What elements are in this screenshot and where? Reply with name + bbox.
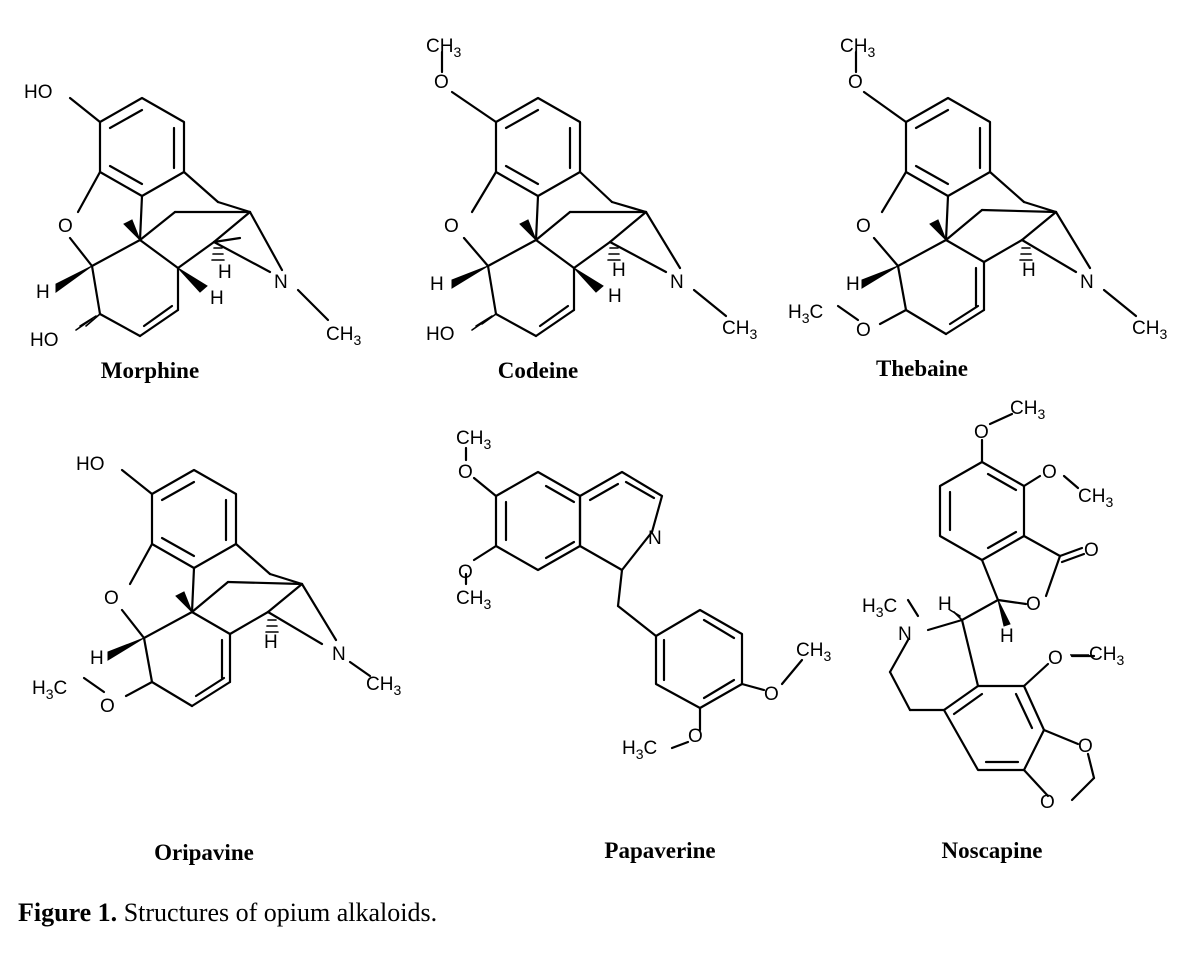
codeine-ch3: CH3 (722, 318, 757, 342)
oripavine-n: N (332, 644, 346, 665)
caption-text: Structures of opium alkaloids. (117, 898, 438, 927)
oripavine-structure: HO O H H3C O H N CH3 (32, 454, 401, 717)
caption-label: Figure 1. (18, 898, 118, 927)
noscapine-o-lactone: O (1026, 594, 1041, 615)
morphine-ho-top: HO (24, 82, 53, 103)
noscapine-h-right: H (1000, 626, 1014, 647)
figure-caption: Figure 1. Structures of opium alkaloids. (18, 898, 437, 928)
thebaine-o-ring: O (856, 216, 871, 237)
noscapine-o-dioxole-top: O (1078, 736, 1093, 757)
oripavine-ch3: CH3 (366, 674, 401, 698)
thebaine-h3c: H3C (788, 302, 823, 326)
noscapine-o-dioxole-bottom: O (1040, 792, 1055, 813)
noscapine-h3c: H3C (862, 596, 897, 620)
oripavine-h3c: H3C (32, 678, 67, 702)
morphine-h-upper: H (218, 262, 232, 283)
noscapine-h-left: H (938, 594, 952, 615)
codeine-o-ring: O (444, 216, 459, 237)
morphine-ho-bottom: HO (30, 330, 59, 351)
thebaine-structure: CH3 O O H H3C O H N CH3 (788, 36, 1167, 342)
papaverine-ch3-lower: CH3 (456, 588, 491, 612)
compound-name-codeine: Codeine (497, 358, 579, 383)
oripavine-ho: HO (76, 454, 105, 475)
morphine-n: N (274, 272, 288, 293)
noscapine-o-top: O (974, 422, 989, 443)
codeine-structure: CH3 O O H HO H H N CH3 (426, 36, 757, 345)
codeine-o-methoxy: O (434, 72, 449, 93)
noscapine-structure: CH3 O O CH3 O O H H H3C N O —CH3 O O (862, 398, 1124, 813)
oripavine-h-bridge: H (264, 632, 278, 653)
papaverine-o-top: O (458, 462, 473, 483)
noscapine-o-carbonyl: O (1084, 540, 1099, 561)
morphine-h-lower: H (210, 288, 224, 309)
thebaine-o-lower: O (856, 320, 871, 341)
oripavine-h-left: H (90, 648, 104, 669)
codeine-ho: HO (426, 324, 455, 345)
morphine-o-ring: O (58, 216, 73, 237)
papaverine-o-right: O (764, 684, 779, 705)
noscapine-o-methoxy3: O (1048, 648, 1063, 669)
compound-name-papaverine: Papaverine (604, 838, 716, 863)
thebaine-ch3: CH3 (1132, 318, 1167, 342)
papaverine-ch3-right: CH3 (796, 640, 831, 664)
codeine-h-upper: H (612, 260, 626, 281)
noscapine-ch3-methoxy2: CH3 (1078, 486, 1113, 510)
oripavine-o-lower: O (100, 696, 115, 717)
oripavine-o-ring: O (104, 588, 119, 609)
thebaine-ch3-top: CH3 (840, 36, 875, 60)
thebaine-o-methoxy: O (848, 72, 863, 93)
noscapine-o-methoxy2: O (1042, 462, 1057, 483)
papaverine-ch3-top: CH3 (456, 428, 491, 452)
codeine-h-left: H (430, 274, 444, 295)
codeine-h-lower: H (608, 286, 622, 307)
morphine-h-left: H (36, 282, 50, 303)
morphine-ch3: CH3 (326, 324, 361, 348)
thebaine-h-left: H (846, 274, 860, 295)
papaverine-n: N (648, 528, 662, 549)
noscapine-n: N (898, 624, 912, 645)
codeine-n: N (670, 272, 684, 293)
papaverine-structure: CH3 O O CH3 N O CH3 O H3C (456, 428, 831, 762)
compound-name-noscapine: Noscapine (941, 838, 1043, 863)
noscapine-ch3-top: CH3 (1010, 398, 1045, 422)
compound-name-morphine: Morphine (100, 358, 200, 383)
noscapine-o-dash-ch3: —CH3 (1070, 644, 1124, 668)
compound-name-thebaine: Thebaine (875, 356, 969, 381)
thebaine-n: N (1080, 272, 1094, 293)
morphine-structure: HO O H HO H H N CH3 (24, 82, 361, 351)
papaverine-o-bottom: O (688, 726, 703, 747)
thebaine-h-bridge: H (1022, 260, 1036, 281)
papaverine-h3c: H3C (622, 738, 657, 762)
compound-name-oripavine: Oripavine (154, 840, 254, 865)
papaverine-o-lower: O (458, 562, 473, 583)
codeine-ch3-top: CH3 (426, 36, 461, 60)
